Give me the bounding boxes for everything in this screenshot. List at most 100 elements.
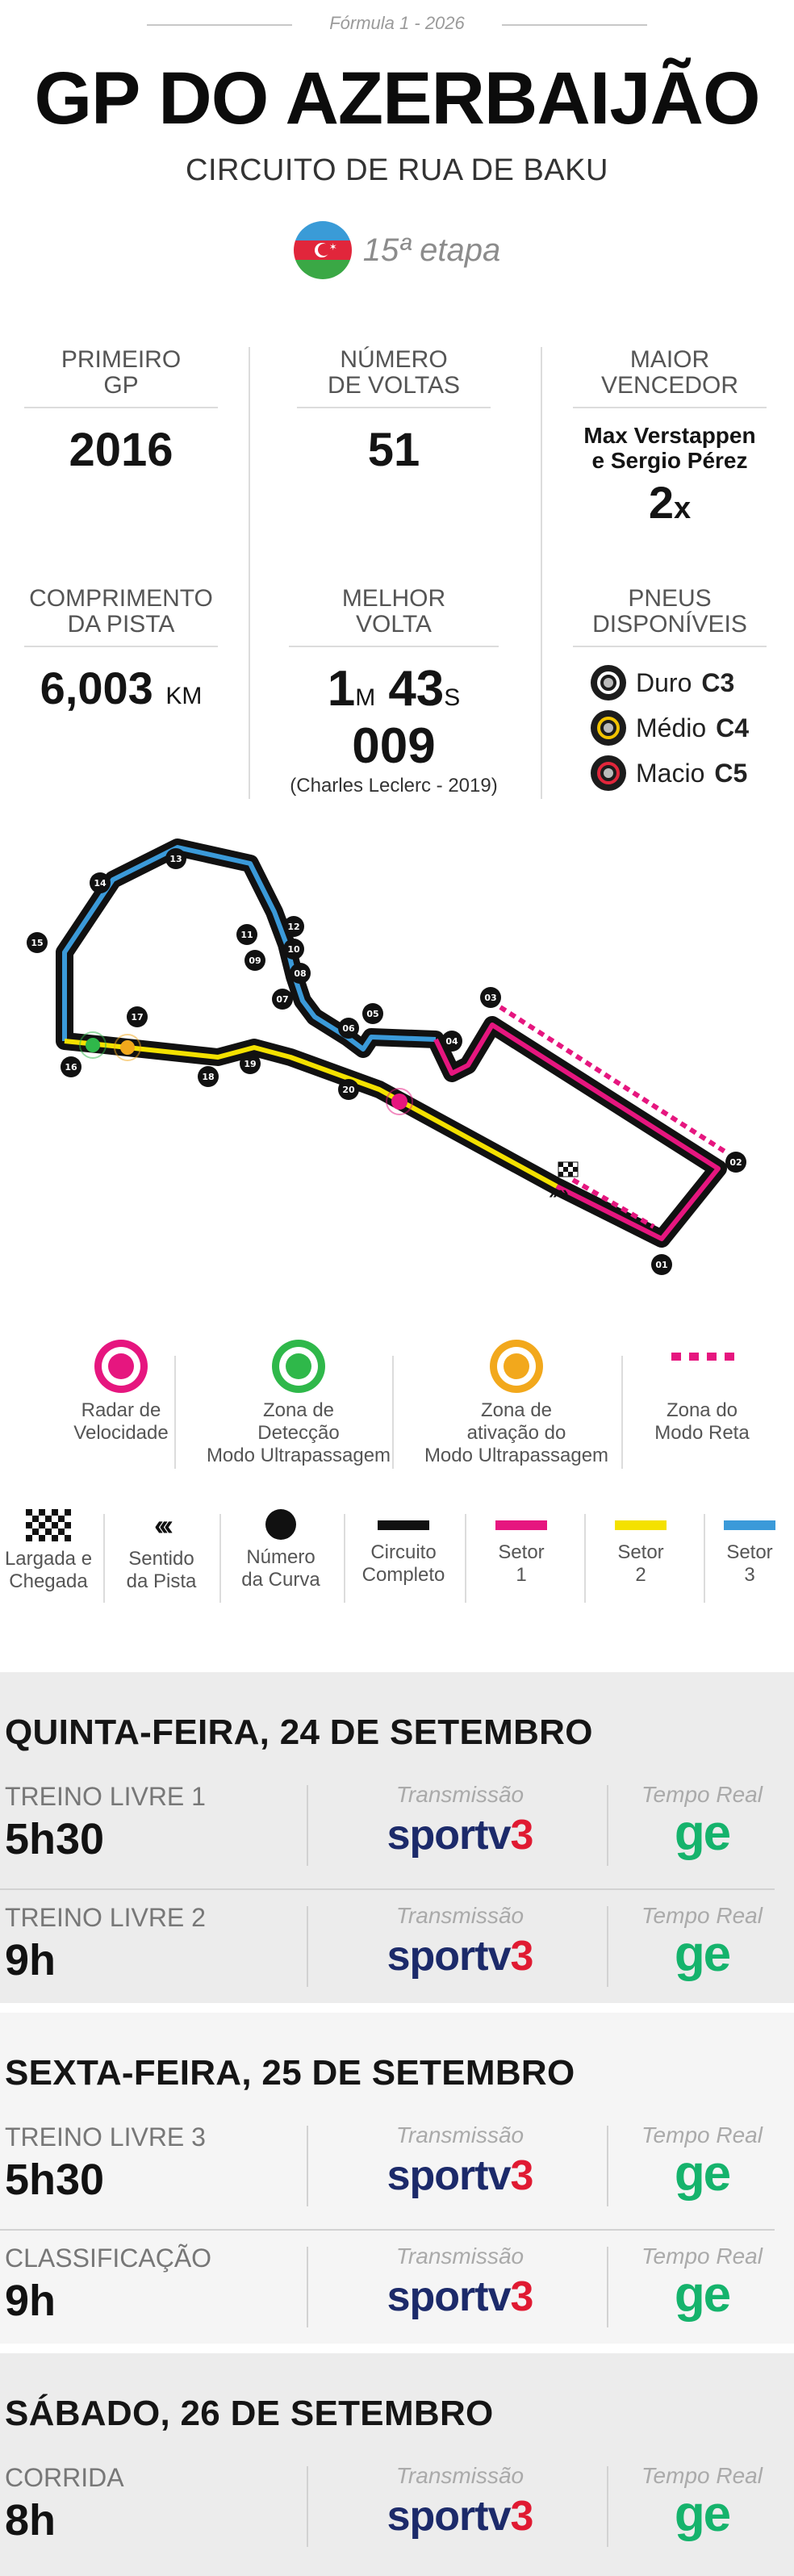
turn-number-01: 01 xyxy=(651,1254,672,1275)
winner-name-line: e Sergio Pérez xyxy=(591,448,748,473)
realtime-label: Tempo Real xyxy=(641,1903,763,1928)
turn-number-02: 02 xyxy=(725,1152,746,1173)
winner-name-line: Max Verstappen xyxy=(583,423,756,448)
tyre-hard-icon xyxy=(591,665,626,700)
checkered-flag-icon xyxy=(26,1509,71,1541)
session-time: 9h xyxy=(5,1936,56,1984)
sector-3-bar-icon xyxy=(724,1520,775,1530)
turn-dot-icon xyxy=(265,1509,296,1540)
legend-divider xyxy=(621,1356,623,1469)
svg-text:13: 13 xyxy=(169,854,182,864)
turn-number-12: 12 xyxy=(283,916,304,937)
best-lap-holder: (Charles Leclerc - 2019) xyxy=(290,775,498,797)
straight-mode-zone xyxy=(571,1177,655,1229)
turn-number-18: 18 xyxy=(198,1066,219,1087)
svg-text:12: 12 xyxy=(287,922,299,932)
turn-number-06: 06 xyxy=(338,1018,359,1039)
ge-logo[interactable]: ge xyxy=(674,1926,731,1982)
best-lap-sec: 43 xyxy=(388,661,445,717)
season-label: Fórmula 1 - 2026 xyxy=(329,13,465,33)
svg-text:19: 19 xyxy=(244,1059,256,1069)
best-lap-min: 1 xyxy=(327,661,356,717)
turn-number-04: 04 xyxy=(441,1031,462,1052)
svg-text:18: 18 xyxy=(202,1072,214,1082)
turn-number-07: 07 xyxy=(272,989,293,1010)
session-name: CLASSIFICAÇÃO xyxy=(5,2244,212,2273)
svg-text:17: 17 xyxy=(131,1012,143,1022)
turn-number-09: 09 xyxy=(244,950,265,971)
header-rule-right xyxy=(502,24,647,26)
activation-zone-icon xyxy=(490,1340,543,1393)
sportv3-logo[interactable]: sportv3 xyxy=(387,2493,534,2540)
session-divider xyxy=(607,2126,608,2206)
best-lap-sec-unit: S xyxy=(444,684,461,711)
winner-count-suffix: x xyxy=(674,491,692,525)
svg-text:20: 20 xyxy=(342,1085,355,1095)
header-rule-left xyxy=(147,24,292,26)
session-divider xyxy=(607,1906,608,1987)
speed-radar-marker xyxy=(386,1088,413,1115)
turn-number-05: 05 xyxy=(362,1003,383,1024)
session-name: CORRIDA xyxy=(5,2463,124,2492)
broadcast-label: Transmissão xyxy=(395,2122,524,2147)
turn-number-11: 11 xyxy=(236,924,257,945)
stage-number: 15ª etapa xyxy=(362,232,501,268)
session-name: TREINO LIVRE 2 xyxy=(5,1903,206,1932)
svg-text:11: 11 xyxy=(240,930,253,940)
activation-zone-marker xyxy=(114,1034,141,1061)
sector-2-bar-icon xyxy=(615,1520,667,1530)
sector-2-line xyxy=(64,1039,558,1189)
svg-text:15: 15 xyxy=(31,938,43,948)
detection-zone-icon xyxy=(272,1340,325,1393)
stat-value: 2016 xyxy=(69,424,173,476)
ge-logo[interactable]: ge xyxy=(674,2267,731,2323)
day-title: SÁBADO, 26 DE SETEMBRO xyxy=(5,2394,494,2433)
svg-text:07: 07 xyxy=(276,994,288,1005)
direction-arrow-icon: »» xyxy=(549,1182,568,1202)
sportv3-logo[interactable]: sportv3 xyxy=(387,1933,534,1980)
svg-text:03: 03 xyxy=(484,993,496,1003)
svg-text:01: 01 xyxy=(655,1260,667,1270)
sportv3-logo[interactable]: sportv3 xyxy=(387,2152,534,2199)
sportv3-logo[interactable]: sportv3 xyxy=(387,2273,534,2320)
session-time: 9h xyxy=(5,2277,56,2325)
session-divider xyxy=(307,2466,308,2547)
detection-zone-marker xyxy=(79,1031,107,1059)
legend-divider xyxy=(392,1356,394,1469)
tyre-name: Duro xyxy=(636,667,692,697)
ge-logo[interactable]: ge xyxy=(674,2486,731,2542)
turn-number-19: 19 xyxy=(240,1053,261,1074)
session-divider xyxy=(607,1785,608,1866)
svg-text:04: 04 xyxy=(445,1036,458,1047)
tyre-name: Macio xyxy=(636,758,705,788)
stat-value: 6,003 KM xyxy=(24,662,218,714)
ge-logo[interactable]: ge xyxy=(674,2146,731,2202)
ge-logo[interactable]: ge xyxy=(674,1805,731,1861)
speed-radar-icon xyxy=(94,1340,148,1393)
legend-divider xyxy=(174,1356,176,1469)
session-time: 8h xyxy=(5,2496,56,2545)
turn-number-14: 14 xyxy=(90,872,111,893)
gp-title: GP DO AZERBAIJÃO xyxy=(34,57,760,140)
stats-divider xyxy=(249,347,250,799)
sportv3-logo[interactable]: sportv3 xyxy=(387,1812,534,1859)
